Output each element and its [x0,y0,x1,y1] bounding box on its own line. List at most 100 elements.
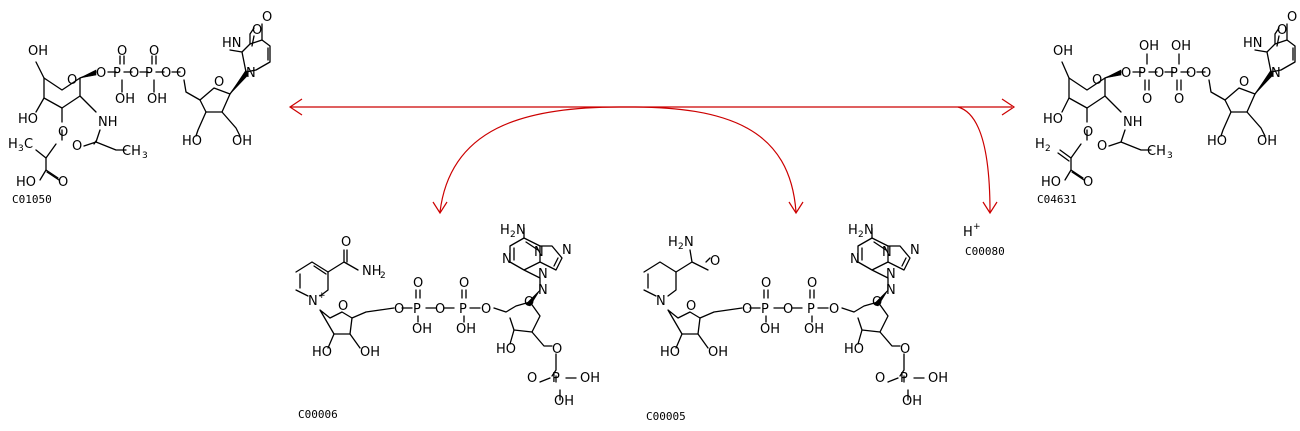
curved-arrow-to-proton [957,106,991,213]
label: N [886,267,896,282]
compound-id-c00080: C00080 [965,245,1005,258]
label: O [524,295,534,310]
label: HO [1041,175,1061,190]
label: N [562,243,572,258]
arrow-head-left [288,98,303,116]
label: OH [456,322,476,337]
label: N [538,267,548,282]
subscript: 3 [1167,151,1173,161]
compound-id-c00006: C00006 [298,408,338,421]
label: CH [1147,144,1166,159]
label: N [684,235,694,250]
arrow-head-right [1001,98,1016,116]
label: O [58,125,68,140]
label: O [872,295,882,310]
label: O [1287,10,1297,25]
label: O [900,342,910,357]
label: O [67,73,77,88]
compound-c04631[interactable]: OH O O P OH O P OH O O O O O N O HN O HO… [1035,10,1297,206]
label: O [1142,92,1152,107]
label: OH [902,394,922,409]
label: HO [182,134,202,149]
label: HO [660,345,680,360]
label: P [761,302,769,317]
label: O [1277,23,1287,38]
subscript: 2 [1045,144,1051,154]
label: O [176,66,186,81]
c04631-atom-labels: OH O O P OH O P OH O O O O O N O HN O HO… [1035,10,1297,190]
label: HO [496,342,516,357]
label: O [341,235,351,250]
label: N [308,294,318,309]
subscript: 2 [380,271,386,281]
subscript: 2 [678,242,684,252]
subscript: 2 [858,230,864,240]
label: NH [1123,115,1143,130]
label: O [149,44,159,59]
label: OH [1053,44,1073,59]
label: OH [232,134,252,149]
label: O [1174,92,1184,107]
label: H [1035,137,1045,152]
c01050-atom-labels: OH O O P O O P O O OH OH O O N O HN O HO… [8,10,272,190]
label: C [24,137,33,152]
label: H [848,223,858,238]
label: O [72,139,82,154]
c00005-bonds [643,227,925,401]
label: HO [18,112,38,127]
label: O [481,302,491,317]
c04631-wedge-anomeric [1104,69,1122,79]
c00006-bonds [295,227,577,401]
label: N [882,245,892,260]
compound-c01050[interactable]: OH O O P O O P O O OH OH O O N O HN O HO… [8,10,272,206]
label: N [516,223,526,238]
label: OH [928,371,948,386]
label: O [96,66,106,81]
label: P [413,302,421,317]
proton-charge: + [973,222,981,232]
label: H [8,137,18,152]
c00006-atom-labels: O NH2 N+ O HO OH O P O OH O P O OH O O H… [308,223,600,409]
compound-c00006[interactable]: O NH2 N+ O HO OH O P O OH O P O OH O O H… [295,223,600,421]
label: P [113,66,121,81]
label: O [1239,75,1249,90]
label: O [338,299,348,314]
label: HO [16,175,36,190]
label: N [656,294,666,309]
arrow-head-nadph [788,201,804,215]
label: O [527,371,537,386]
c00006-wedge-n [525,289,541,307]
label: OH [360,345,380,360]
label: HN [222,36,242,51]
label: OH [554,394,574,409]
label: O [1186,66,1196,81]
label: P [145,66,153,81]
label: HO [844,342,864,357]
label: CH [122,144,141,159]
label: HO [312,345,332,360]
compound-id-c04631: C04631 [1037,193,1077,206]
label: O [435,302,445,317]
label: HO [1043,112,1063,127]
label: OH [28,44,48,59]
label: O [1097,139,1107,154]
label: O [129,66,139,81]
compound-c00080[interactable]: H + C00080 [963,222,1005,258]
label: O [214,75,224,90]
superscript: + [318,291,326,301]
label: OH [1257,134,1277,149]
label: N [534,245,544,260]
compound-id-c00005: C00005 [646,410,686,423]
c04631-wedge-n [1254,69,1274,95]
label: O [742,302,752,317]
label: O [1092,73,1102,88]
label: N [886,283,896,298]
label: O [807,276,817,291]
label: O [58,175,68,190]
label: O [1201,66,1211,81]
label: O [1121,66,1131,81]
label: OH [804,322,824,337]
label: O [1083,125,1093,140]
